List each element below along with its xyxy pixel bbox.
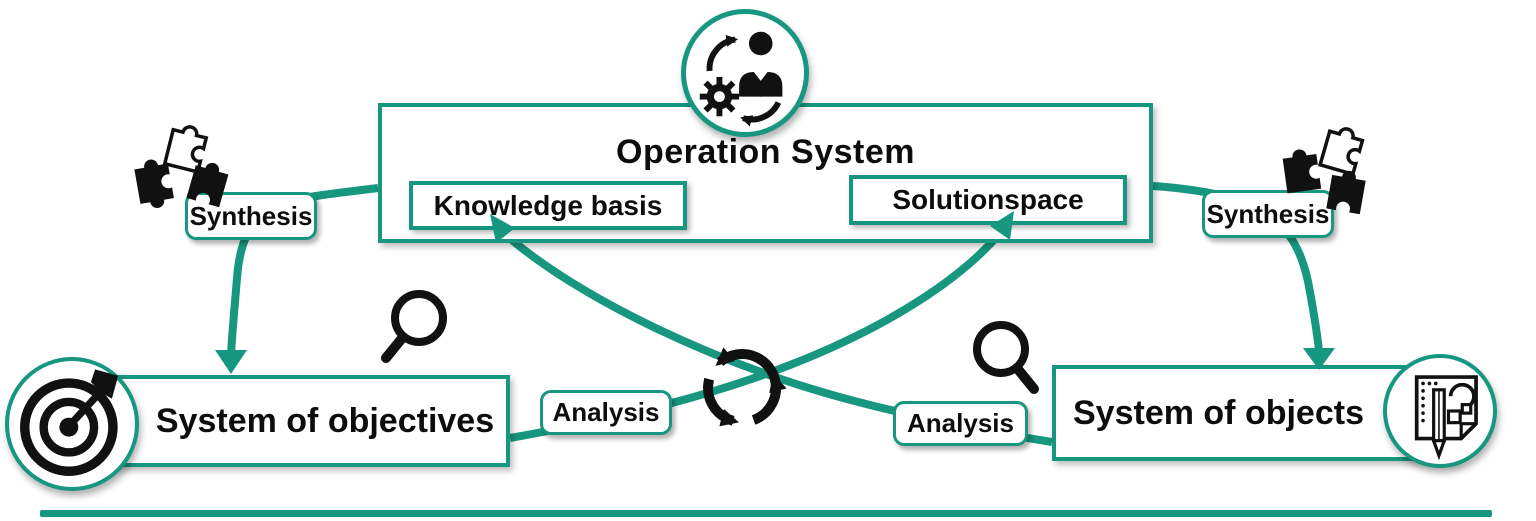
puzzle-pieces-icon [1282,127,1366,215]
knowledge-basis-box: Knowledge basis [409,181,687,230]
magnifier-icon [381,290,447,363]
solutionspace-box: Solutionspace [849,175,1127,225]
knowledge-basis-label: Knowledge basis [433,189,663,221]
sketch-design-icon [1383,354,1497,468]
operation-system-title: Operation System [616,133,915,171]
cycle-arrows-icon [703,347,787,427]
sketch-design-glyph [1414,375,1478,461]
puzzle-pieces-icon [134,125,229,208]
human-gear-cycle-glyph [699,31,783,127]
system-of-objectives-label: System of objectives [155,401,495,440]
system-of-objects-label: System of objects [1073,393,1364,432]
bottom-divider-line [40,510,1492,517]
solutionspace-label: Solutionspace [892,184,1084,215]
analysis-left-text: Analysis [552,397,660,427]
arrowhead-into-objectives [215,350,247,374]
analysis-right-text: Analysis [907,408,1014,438]
analysis-label-right: Analysis [893,401,1028,446]
target-icon [5,357,139,491]
target-glyph [20,369,119,476]
analysis-label-left: Analysis [540,390,672,435]
magnifier-icon [973,321,1039,394]
human-gear-cycle-icon [681,9,809,137]
